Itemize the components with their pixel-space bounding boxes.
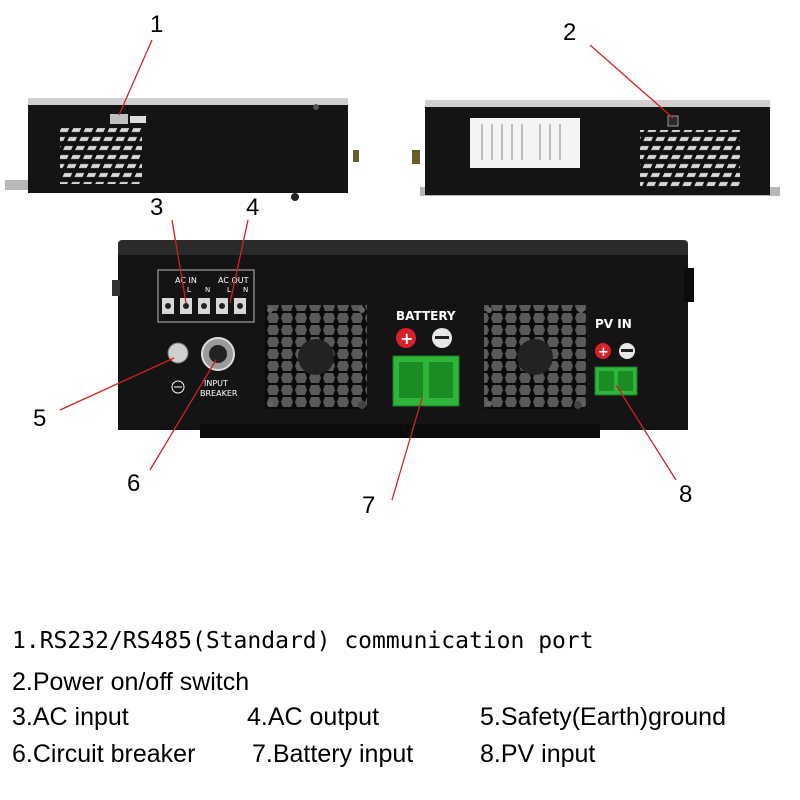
callout-4: 4 xyxy=(246,194,259,221)
ac-out-label: AC OUT xyxy=(218,276,249,285)
svg-text:+: + xyxy=(598,345,609,360)
svg-text:L: L xyxy=(227,286,231,294)
legend-item-3: 3.AC input xyxy=(12,703,129,731)
battery-positive-icon xyxy=(396,328,416,348)
legend-item-7: 7.Battery input xyxy=(252,740,414,768)
inverter-diagram: AC IN AC OUT L N L N INPUT xyxy=(5,11,780,519)
power-switch xyxy=(667,115,679,127)
ground-symbol xyxy=(171,380,185,394)
callout-7: 7 xyxy=(362,492,375,519)
legend-item-8: 8.PV input xyxy=(480,740,596,768)
vent-slots xyxy=(60,128,142,184)
legend-item-6: 6.Circuit breaker xyxy=(12,740,196,768)
side-view-left xyxy=(5,98,359,201)
battery-label: BATTERY xyxy=(396,309,456,323)
side-view-right xyxy=(412,100,780,196)
fan-right xyxy=(484,305,586,409)
callout-3: 3 xyxy=(150,194,163,221)
legend-item-2: 2.Power on/off switch xyxy=(12,668,250,696)
callout-2: 2 xyxy=(563,19,576,46)
pv-connector: PV IN + xyxy=(594,317,638,396)
svg-text:N: N xyxy=(205,286,210,294)
svg-text:INPUT: INPUT xyxy=(204,379,228,388)
front-panel: AC IN AC OUT L N L N INPUT xyxy=(112,240,694,438)
svg-text:+: + xyxy=(400,329,413,348)
leader-lines xyxy=(59,39,677,501)
fan-left xyxy=(265,305,367,409)
pv-in-label: PV IN xyxy=(595,317,632,331)
legend-item-4: 4.AC output xyxy=(247,703,380,731)
pv-positive-icon xyxy=(595,343,611,359)
battery-connector: BATTERY + xyxy=(392,309,460,407)
callout-6: 6 xyxy=(127,470,140,497)
legend-item-1: 1.RS232/RS485(Standard) communication po… xyxy=(12,628,594,654)
ac-in-label: AC IN xyxy=(175,276,197,285)
legend-item-5: 5.Safety(Earth)ground xyxy=(480,703,726,731)
comm-port xyxy=(110,114,128,124)
vent-slots-right xyxy=(640,130,740,188)
ac-terminal-block: AC IN AC OUT L N L N xyxy=(157,269,255,323)
callout-5: 5 xyxy=(33,405,46,432)
spec-label xyxy=(470,118,580,168)
callout-8: 8 xyxy=(679,481,692,508)
svg-text:L: L xyxy=(187,286,191,294)
svg-text:N: N xyxy=(243,286,248,294)
svg-text:BREAKER: BREAKER xyxy=(200,389,238,398)
input-breaker: INPUT BREAKER xyxy=(200,337,238,398)
callout-1: 1 xyxy=(150,11,163,38)
